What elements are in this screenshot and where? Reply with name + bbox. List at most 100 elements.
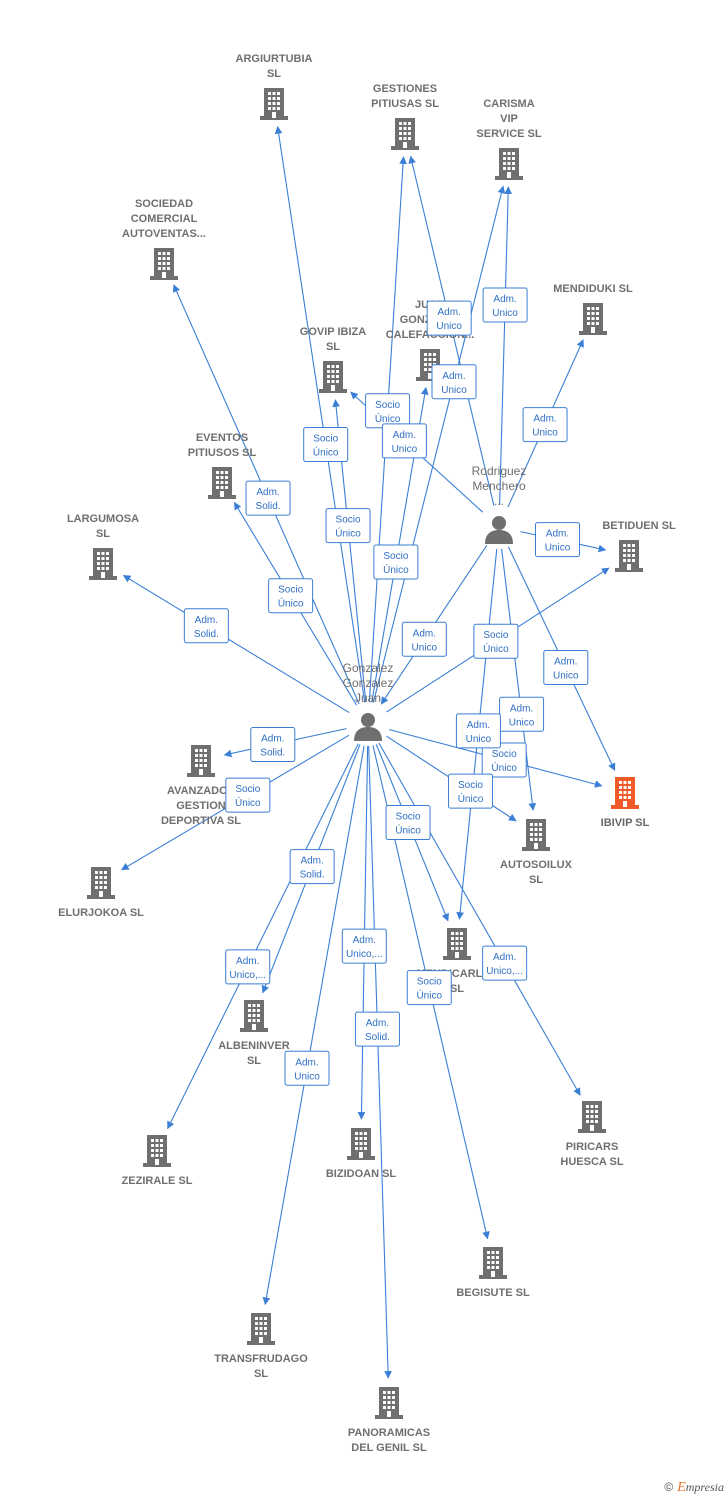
building-icon bbox=[495, 148, 523, 180]
relation-label-text: Único bbox=[383, 563, 409, 576]
relation-label[interactable]: Adm.Unico,... bbox=[225, 949, 271, 985]
building-icon bbox=[443, 928, 471, 960]
relation-label-text: Unico,... bbox=[229, 970, 266, 981]
company-node-begisute[interactable]: BEGISUTE SL bbox=[456, 1247, 530, 1299]
relation-label-text: Socio bbox=[483, 630, 508, 641]
brand-name: mpresia bbox=[685, 1480, 724, 1494]
company-name: PANORAMICAS bbox=[348, 1427, 430, 1439]
company-name: MENDIDUKI SL bbox=[553, 283, 633, 295]
edge-labels-layer: SocioÚnicoSocioÚnicoAdm.UnicoAdm.Solid.S… bbox=[183, 287, 589, 1086]
relation-label-text: Socio bbox=[396, 812, 421, 823]
relation-label-text: Unico bbox=[436, 321, 462, 332]
company-name: GESTIONES bbox=[373, 83, 437, 95]
company-node-zezirale[interactable]: ZEZIRALE SL bbox=[122, 1135, 193, 1187]
relation-label[interactable]: Adm.Unico bbox=[431, 364, 477, 400]
relation-label-text: Socio bbox=[458, 780, 483, 791]
relation-label-text: Adm. bbox=[353, 935, 376, 946]
relation-label[interactable]: Adm.Solid. bbox=[354, 1011, 400, 1047]
relation-label[interactable]: Adm.Unico,... bbox=[482, 945, 528, 981]
building-icon bbox=[522, 819, 550, 851]
relation-label[interactable]: Adm.Unico bbox=[522, 407, 568, 443]
relation-label[interactable]: Adm.Unico bbox=[284, 1050, 330, 1086]
relation-label-text: Unico bbox=[412, 642, 438, 653]
relation-label-text: Unico bbox=[392, 444, 418, 455]
relation-label[interactable]: Adm.Unico bbox=[482, 287, 528, 323]
relation-label[interactable]: Adm.Unico bbox=[426, 300, 472, 336]
relation-label[interactable]: Adm.Solid. bbox=[289, 849, 335, 885]
company-name: DEPORTIVA SL bbox=[161, 815, 241, 827]
relation-label-text: Adm. bbox=[493, 294, 516, 305]
company-name: GOVIP IBIZA bbox=[300, 326, 366, 338]
relation-label-text: Único bbox=[375, 412, 401, 425]
relation-label-text: Solid. bbox=[260, 748, 285, 759]
person-node-rodriguez[interactable]: RodriguezMenchero... bbox=[472, 464, 527, 544]
company-name: VIP bbox=[500, 113, 518, 125]
relation-label-text: Único bbox=[335, 527, 361, 540]
company-node-bizidoan[interactable]: BIZIDOAN SL bbox=[326, 1128, 397, 1180]
relation-label[interactable]: Adm.Unico bbox=[499, 696, 545, 732]
relation-label-text: Unico bbox=[545, 543, 571, 554]
company-node-mendiduki[interactable]: MENDIDUKI SL bbox=[553, 283, 633, 335]
relation-label[interactable]: Adm.Unico bbox=[401, 621, 447, 657]
person-name: Juan bbox=[355, 691, 381, 705]
company-name: LARGUMOSA bbox=[67, 513, 139, 525]
relation-label-text: Adm. bbox=[467, 720, 490, 731]
relation-label[interactable]: Adm.Solid. bbox=[183, 608, 229, 644]
relation-label-text: Adm. bbox=[554, 656, 577, 667]
relation-label-text: Socio bbox=[383, 551, 408, 562]
relation-label[interactable]: Adm.Unico,... bbox=[341, 928, 387, 964]
relation-edge bbox=[501, 548, 537, 811]
company-node-betiduen[interactable]: BETIDUEN SL bbox=[602, 520, 676, 572]
building-icon bbox=[319, 361, 347, 393]
company-name: SERVICE SL bbox=[476, 128, 541, 140]
company-name: AVANZADOS bbox=[167, 785, 235, 797]
relation-label[interactable]: Adm.Solid. bbox=[250, 727, 296, 763]
company-node-sociedad[interactable]: SOCIEDADCOMERCIALAUTOVENTAS... bbox=[122, 198, 206, 280]
relation-label[interactable]: Adm.Unico bbox=[381, 423, 427, 459]
relation-edge bbox=[274, 125, 366, 703]
company-node-largumosa[interactable]: LARGUMOSA SL bbox=[67, 513, 139, 580]
relation-label-text: Socio bbox=[375, 400, 400, 411]
company-name: SL bbox=[267, 68, 281, 80]
company-name: SL bbox=[254, 1368, 268, 1380]
company-node-ibivip[interactable]: IBIVIP SL bbox=[601, 777, 650, 829]
relation-label[interactable]: Adm.Solid. bbox=[245, 480, 291, 516]
footer-brand[interactable]: ©Empresia bbox=[664, 1480, 724, 1496]
company-name: BIZIDOAN SL bbox=[326, 1168, 397, 1180]
building-icon bbox=[579, 303, 607, 335]
building-icon bbox=[150, 248, 178, 280]
relation-label[interactable]: Adm.Unico bbox=[455, 713, 501, 749]
relation-label[interactable]: Adm.Unico bbox=[535, 522, 580, 558]
building-icon bbox=[208, 467, 236, 499]
company-node-elurjokoa[interactable]: ELURJOKOA SL bbox=[58, 867, 144, 919]
company-name: AUTOVENTAS... bbox=[122, 228, 206, 240]
brand-initial: E bbox=[677, 1480, 686, 1495]
company-name: SL bbox=[96, 528, 110, 540]
relation-label[interactable]: Adm.Unico bbox=[543, 649, 589, 685]
